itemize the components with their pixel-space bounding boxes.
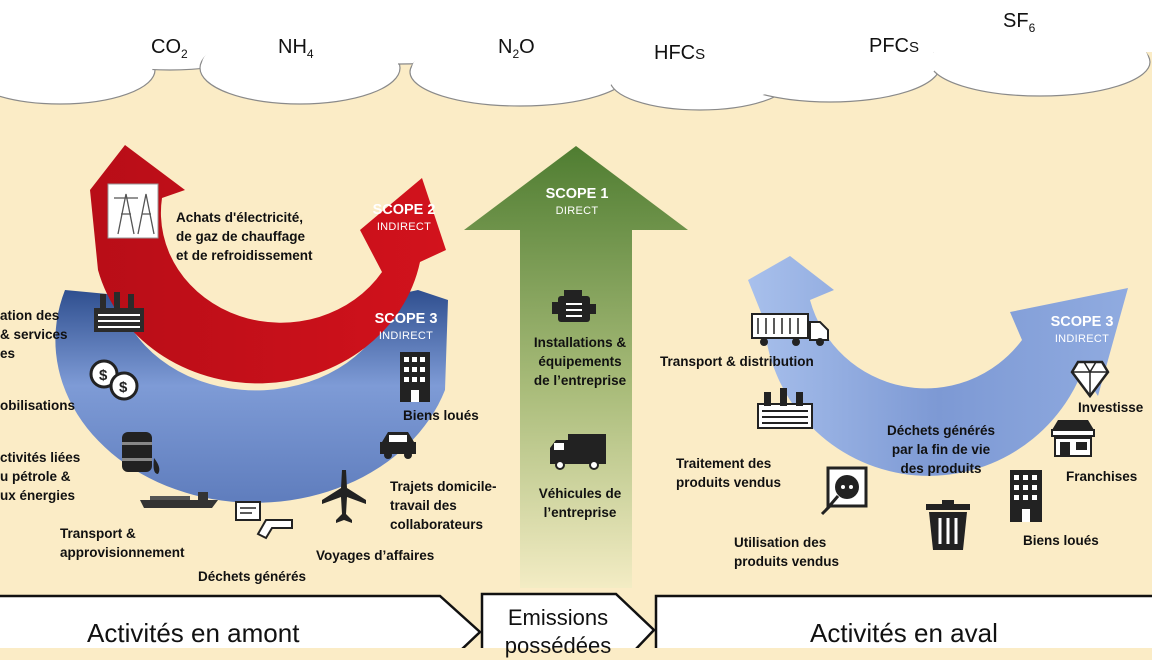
gas-hfcs: HFCS (654, 42, 706, 64)
scope1-label: SCOPE 1 DIRECT (537, 186, 617, 217)
footer-upstream: Activités en amont (87, 618, 300, 648)
label-electricity: Achats d'électricité, de gaz de chauffag… (176, 210, 313, 263)
gas-co2: CO2 (151, 36, 188, 61)
label-transport-downstream: Transport & distribution (660, 354, 814, 369)
label-fuel-energy: ctivités liées u pétrole & ux énergies (0, 450, 81, 503)
footer-downstream: Activités en aval (810, 618, 998, 648)
svg-text:$: $ (119, 379, 128, 396)
scope2-arrow (90, 145, 446, 384)
scope2-title: SCOPE 2 (372, 202, 436, 218)
airplane-icon (322, 470, 366, 523)
cloud-band (0, 0, 1152, 111)
scope3-upstream-arrow (55, 290, 448, 503)
label-goods-services: ation des & services es (0, 308, 68, 361)
label-use-products: Utilisation des produits vendus (734, 535, 840, 569)
gas-nh4: NH4 (278, 36, 314, 61)
store-icon (1051, 420, 1095, 457)
svg-text:$: $ (99, 367, 108, 384)
scope3-upstream-subtitle: INDIRECT (378, 330, 434, 342)
label-investments: Investisse (1078, 400, 1144, 415)
label-installations: Installations & équipements de l’entrepr… (533, 335, 627, 388)
engine-icon (552, 290, 596, 322)
ship-icon (140, 492, 218, 508)
label-transport-upstream: Transport & approvisionnement (60, 526, 185, 560)
scope3-downstream-label: SCOPE 3 INDIRECT (1042, 314, 1122, 345)
waste-icon (235, 501, 293, 540)
label-immobilisations: obilisations (0, 398, 76, 413)
scope3-downstream-subtitle: INDIRECT (1054, 333, 1110, 345)
plug-icon (820, 466, 868, 516)
label-end-of-life: Déchets générés par la fin de vie des pr… (886, 423, 996, 476)
coins-icon: $ $ (89, 359, 139, 401)
footer-owned: Emissions possédées (504, 605, 612, 658)
building-icon (400, 352, 430, 402)
label-leased-upstream: Biens loués (403, 408, 479, 423)
semi-truck-icon (751, 313, 829, 346)
diamond-icon (1070, 360, 1110, 399)
industry-icon (757, 388, 813, 429)
gas-n2o: N2O (498, 36, 535, 61)
scope1-arrow (464, 146, 688, 588)
footer-banner (0, 592, 1152, 648)
car-icon (380, 432, 416, 459)
scope1-subtitle: DIRECT (555, 205, 599, 217)
scope2-label: SCOPE 2 INDIRECT (364, 202, 444, 233)
label-vehicles: Véhicules de l’entreprise (538, 486, 622, 520)
label-business-travel: Voyages d’affaires (316, 548, 435, 563)
pylon-icon (107, 183, 159, 239)
scope3-upstream-title: SCOPE 3 (374, 311, 438, 327)
scope3-upstream-label: SCOPE 3 INDIRECT (366, 311, 446, 342)
label-leased-downstream: Biens loués (1023, 533, 1099, 548)
label-processing: Traitement des produits vendus (676, 456, 782, 490)
label-commuting: Trajets domicile- travail des collaborat… (390, 479, 497, 532)
factory-icon (94, 292, 144, 332)
truck-icon (550, 434, 606, 470)
label-waste-generated: Déchets générés (198, 569, 307, 584)
scope2-subtitle: INDIRECT (376, 221, 432, 233)
scope1-title: SCOPE 1 (545, 186, 609, 202)
building-icon (1010, 470, 1042, 522)
scope3-downstream-title: SCOPE 3 (1050, 314, 1114, 330)
gas-pfcs: PFCS (869, 35, 920, 57)
scope3-downstream-arrow (748, 256, 1128, 476)
label-franchises: Franchises (1066, 469, 1138, 484)
trash-icon (926, 500, 970, 550)
oil-barrel-icon (122, 432, 160, 474)
gas-sf6: SF6 (1003, 10, 1036, 35)
